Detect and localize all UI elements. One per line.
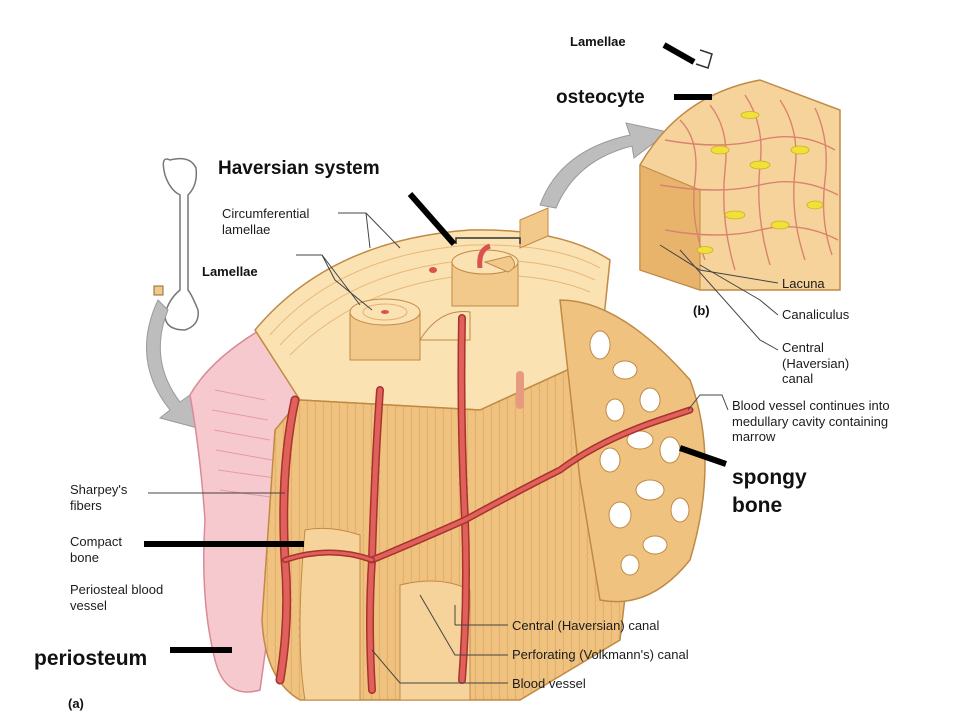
label-blood-vessel: Blood vessel — [512, 676, 586, 691]
haversian-bracket — [455, 237, 521, 244]
long-bone-thumbnail — [153, 157, 199, 331]
label-central-haversian-canal: Central (Haversian) canal — [512, 618, 660, 633]
label-osteocyte: osteocyte — [556, 87, 645, 108]
osteon-cylinder-2 — [451, 243, 519, 307]
bone-top-surface — [254, 229, 611, 411]
label-canaliculus: Canaliculus — [782, 307, 850, 322]
osteon-block-1 — [299, 527, 361, 701]
label-central-haversian-canal-b: Central (Haversian) canal — [782, 340, 850, 387]
label-compact-bone: Compact bone — [70, 534, 123, 565]
lamellae-bracket-top — [695, 49, 713, 69]
label-lamellae-top: Lamellae — [570, 34, 626, 49]
label-spongy-bone: spongy bone — [732, 466, 807, 517]
label-panel-b: (b) — [693, 303, 710, 318]
sample-location-marker — [153, 285, 164, 296]
periosteum-layer — [189, 328, 301, 693]
osteon-block-2 — [399, 580, 471, 701]
label-perforating-canal: Perforating (Volkmann's) canal — [512, 647, 689, 662]
spongy-bone-region — [559, 299, 706, 603]
osteon-cylinder-3 — [419, 267, 471, 341]
leader-lines — [148, 212, 779, 684]
inset-panel-b — [519, 79, 841, 291]
label-circumferential-lamellae: Circumferential lamellae — [222, 206, 310, 237]
label-haversian-system: Haversian system — [218, 158, 380, 179]
osteon-cylinder-1 — [349, 298, 421, 361]
label-lamellae-left: Lamellae — [200, 264, 260, 280]
label-periosteal-blood-vessel: Periosteal blood vessel — [70, 582, 164, 613]
label-periosteum: periosteum — [34, 647, 148, 670]
label-panel-a: (a) — [68, 696, 84, 711]
sharpeys-fiber-strands — [211, 389, 279, 499]
blood-vessel-network — [275, 314, 694, 694]
label-lacuna: Lacuna — [782, 276, 825, 291]
label-blood-vessel-continues: Blood vessel continues into medullary ca… — [732, 398, 890, 445]
pointer-markers — [144, 42, 727, 653]
label-sharpeys-fibers: Sharpey's fibers — [70, 482, 128, 513]
osteocyte-cells — [696, 111, 824, 254]
